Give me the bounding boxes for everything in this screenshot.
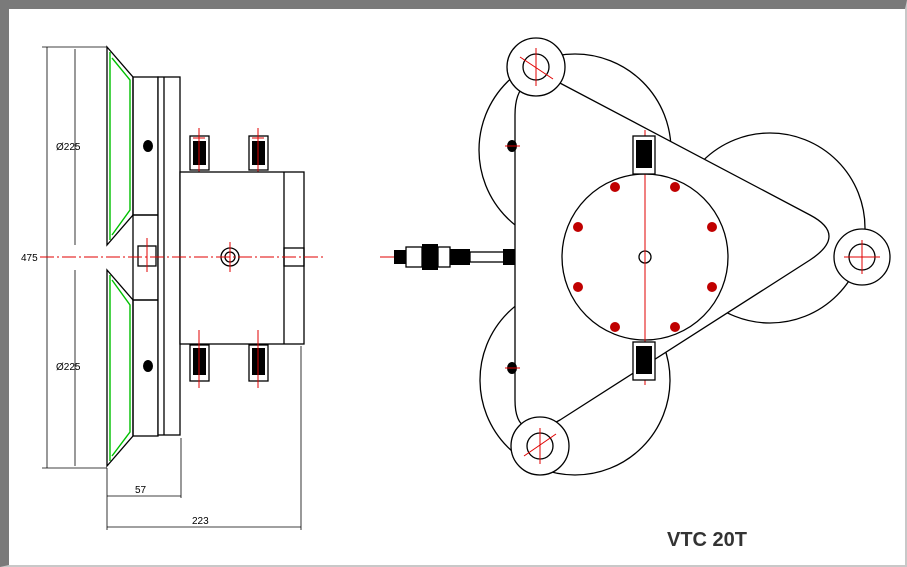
drawing-title: VTC 20T [667,529,747,551]
main-housing [179,171,305,345]
mounting-plate [157,76,181,436]
body-bolt [610,322,620,332]
body-bolt [573,222,583,232]
bottom-housing-bolts [189,330,269,388]
top-cup-outline [106,45,134,247]
cup-bottom-diameter-label: Ø225 [56,362,81,373]
top-cup-fastener [143,140,153,152]
lifting-eye-right [833,228,891,286]
top-housing-bolts [189,128,269,175]
overall-height-label: 475 [21,253,38,264]
fitting-end [503,249,515,265]
overall-length-label: 223 [192,516,209,527]
body-bolt [670,182,680,192]
bottom-cup-seal-profile [111,279,131,457]
clamp-bolt-bottom-head [636,346,652,374]
fitting-hose [469,251,505,263]
body-bolt [707,282,717,292]
lifting-eye-top [506,37,566,97]
fitting-nut [394,250,406,264]
top-cup-seal-profile [111,57,131,236]
cup-top-diameter-label: Ø225 [56,142,81,153]
body-bolt [670,322,680,332]
center-body-bolts [573,182,717,332]
clamp-bolt-top-head [636,140,652,168]
side-view: Ø225 Ø225 475 57 223 [21,45,325,530]
cup-depth-label: 57 [135,485,147,496]
front-view [478,37,891,476]
fitting-coupler [422,244,438,270]
lifting-eye-bottom [510,416,570,476]
fitting-body [437,246,451,268]
fitting-body [405,246,423,268]
body-bolt [610,182,620,192]
body-bolt [573,282,583,292]
bottom-cup-fastener [143,360,153,372]
bottom-cup-outline [106,268,134,468]
fitting-nut [450,249,470,265]
body-bolt [707,222,717,232]
